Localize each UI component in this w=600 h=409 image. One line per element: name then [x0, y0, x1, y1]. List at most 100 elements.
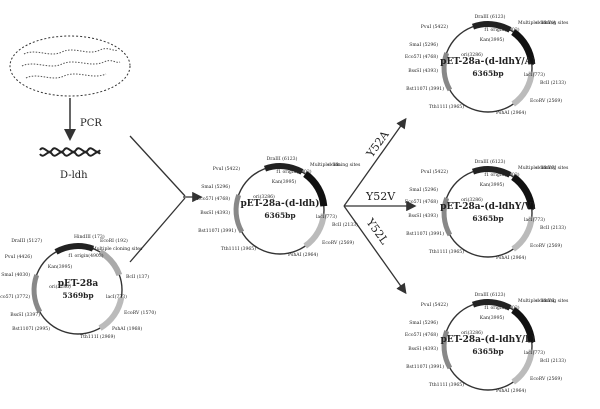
plasmid-size: 6365bp	[264, 211, 295, 220]
feature-label: BclI (137)	[126, 273, 149, 280]
feature-label: BssSI (4393)	[200, 209, 230, 216]
plasmid-name: pET-28a-(d-ldhY/V)	[440, 201, 536, 212]
feature-label: Eco57I (4768)	[197, 195, 230, 202]
feature-arc	[511, 349, 535, 385]
feature-label: Tth111I (3965)	[221, 245, 256, 252]
feature-label: lacI(773)	[524, 349, 545, 356]
pcr-label: PCR	[80, 118, 102, 129]
feature-label: PshAI (2964)	[496, 387, 526, 394]
feature-label: EcoRV (2569)	[322, 239, 354, 246]
feature-label: Bst1107I (3991)	[406, 85, 444, 92]
feature-label: f1 origin(4903)	[484, 26, 519, 33]
feature-label: SmaI (4030)	[1, 271, 30, 278]
feature-label: BssSI (4393)	[408, 67, 438, 74]
feature-label: Tth111I (2969)	[80, 333, 115, 340]
feature-label: ori(3286)	[461, 196, 483, 203]
feature-label: PshAI (2964)	[496, 254, 526, 261]
feature-label: SmaI (5296)	[409, 41, 438, 48]
feature-label: EcoRV (2569)	[530, 375, 562, 382]
feature-label: d-ldhY/V	[536, 165, 556, 171]
feature-label: BclI (2133)	[540, 357, 566, 364]
feature-label: PvuI (5422)	[213, 165, 240, 172]
feature-label: Multiple cloning sites	[518, 165, 569, 171]
join-arrow-bottom	[129, 197, 186, 263]
join-arrow-top	[129, 135, 186, 197]
mutation-label-y52l: Y52L	[363, 215, 391, 247]
feature-arc	[441, 330, 453, 370]
feature-label: Bst1107I (2995)	[12, 325, 50, 332]
feature-label: Kan(3995)	[480, 181, 505, 188]
feature-label: BclI (2133)	[540, 79, 566, 86]
feature-label: PvuI (5422)	[421, 168, 448, 175]
feature-label: BssSI (4393)	[408, 345, 438, 352]
feature-label: d-ldhY/L	[536, 298, 556, 304]
feature-label: Eco57I (3772)	[0, 293, 30, 300]
feature-arc	[471, 21, 512, 33]
feature-label: DraIII (6123)	[475, 158, 506, 165]
feature-label: DraIII (5127)	[11, 237, 42, 244]
feature-label: Kan(3995)	[48, 263, 73, 270]
feature-arc	[441, 52, 453, 92]
feature-label: ori(3286)	[253, 193, 275, 200]
feature-label: Bst1107I (3991)	[198, 227, 236, 234]
feature-label: Multiple cloning sites	[518, 298, 569, 304]
plasmid-size: 6365bp	[472, 214, 503, 223]
feature-label: BssSI (3397)	[10, 311, 40, 318]
feature-label: lacI(773)	[524, 71, 545, 78]
feature-label: Tth111I (3965)	[429, 103, 464, 110]
feature-label: DraIII (6123)	[475, 13, 506, 20]
feature-arc	[31, 274, 43, 314]
plasmid-name: pET-28a-(d-ldhY/L)	[440, 334, 535, 345]
gene-label: D-ldh	[60, 170, 88, 181]
feature-label: Bst1107I (3991)	[406, 230, 444, 237]
mutation-label-y52v: Y52V	[365, 190, 396, 203]
feature-arc	[303, 171, 328, 207]
feature-arc	[441, 197, 453, 237]
feature-arc	[98, 249, 123, 277]
feature-label: PshAI (1968)	[112, 325, 142, 332]
feature-label: Tth111I (3965)	[429, 381, 464, 388]
feature-label: Kan(3995)	[272, 178, 297, 185]
feature-label: Bst1107I (3991)	[406, 363, 444, 370]
feature-arc	[511, 71, 535, 107]
feature-arc	[511, 307, 536, 343]
feature-label: PshAI (2964)	[288, 251, 318, 258]
feature-label: lacI(773)	[316, 213, 337, 220]
feature-label: ori(3286)	[49, 283, 71, 290]
plasmid-size: 6365bp	[472, 69, 503, 78]
plasmid-vector: DraIII (5127) HindIII (173)EcoRI (192) Mul…	[0, 233, 156, 340]
feature-label: f1 origin(4903)	[484, 304, 519, 311]
feature-label: Multiple cloning sites	[92, 246, 143, 252]
feature-arc	[511, 29, 536, 65]
feature-label: ori(3286)	[461, 329, 483, 336]
plasmid-name: pET-28a	[58, 279, 99, 289]
feature-arc	[54, 243, 95, 255]
feature-label: EcoRV (1570)	[124, 309, 156, 316]
feature-label: EcoRI (192)	[100, 237, 128, 244]
plasmid-size: 5369bp	[62, 291, 93, 300]
feature-arc	[471, 299, 512, 311]
feature-label: SmaI (5296)	[201, 183, 230, 190]
feature-label: HindIII (173)	[74, 233, 105, 240]
feature-label: Kan(3995)	[480, 36, 505, 43]
feature-label: Multiple cloning sites	[310, 162, 361, 168]
feature-arc	[471, 166, 512, 178]
arrow-y52l	[343, 205, 407, 295]
feature-label: Eco57I (4768)	[405, 331, 438, 338]
feature-arc	[98, 296, 125, 331]
plasmid-name: pET-28a-(d-ldh)	[241, 198, 320, 209]
feature-label: f1 origin(4903)	[276, 168, 311, 175]
feature-label: ori(3286)	[461, 51, 483, 58]
feature-label: PvuI (5422)	[421, 301, 448, 308]
genome-ellipse	[9, 35, 131, 97]
plasmid-name: pET-28a-(d-ldhY/A)	[440, 56, 536, 67]
feature-label: Multiple cloning sites	[518, 20, 569, 26]
feature-label: Eco57I (4768)	[405, 198, 438, 205]
feature-label: BclI (2133)	[540, 224, 566, 231]
feature-label: lacI(773)	[106, 293, 127, 300]
feature-label: d-ldhY/A	[536, 20, 556, 26]
feature-label: EcoRV (2569)	[530, 97, 562, 104]
